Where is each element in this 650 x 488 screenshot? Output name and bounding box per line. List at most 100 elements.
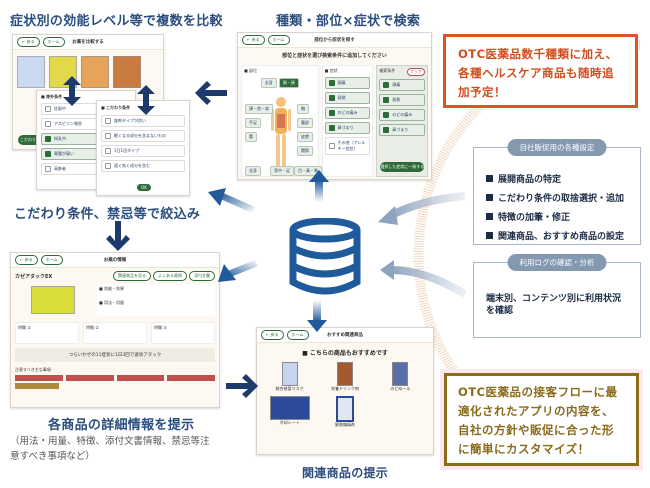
detail-title: お薬の情報 (103, 258, 127, 263)
body-part-tag[interactable]: 目・鼻・喉 (294, 166, 322, 176)
related-topbar: ← 戻る ホーム おすすめ関連商品 (257, 328, 433, 343)
preference-button[interactable]: こだわり条件 (18, 135, 46, 145)
heading-compare: 症状別の効能レベル等で複数を比較 (10, 14, 223, 29)
condition-item[interactable]: のどの痛み (379, 109, 425, 121)
detail-topbar: ← 戻る ホーム お薬の情報 (11, 253, 219, 268)
back-button[interactable]: ← 戻る (242, 35, 265, 45)
product-card[interactable] (17, 56, 45, 88)
home-button[interactable]: ホーム (267, 35, 290, 45)
settings-item: 関連商品、おすすめ商品の設定 (486, 229, 640, 242)
condition-column-title: 検索条件 (379, 68, 396, 73)
search-screen: ← 戻る ホーム 部位から症状を探す 部位と症状を選び検索条件に追加してください… (237, 32, 432, 180)
related-title: おすすめ関連商品 (327, 333, 363, 338)
preference-dialog: ■ こだわり条件 錠剤タイプが良い 眠くなる成分を含まないもの 1日1回タイプ … (96, 100, 190, 196)
symptom-column-title: ■ 症状 (324, 68, 338, 73)
body-part-tag[interactable]: 頭・首・肩 (245, 104, 273, 114)
symptom-option[interactable]: 発熱 (324, 92, 371, 104)
back-button[interactable]: ← 戻る (261, 330, 284, 340)
arrow-down-gradient (307, 300, 327, 332)
detail-caption: （用法・用量、特徴、添付文書情報、禁忌等注意すべき事項など） (10, 436, 210, 462)
body-part-tag[interactable]: 全身 (245, 166, 261, 176)
back-button[interactable]: ← 戻る (15, 255, 38, 265)
settings-item: 展開商品の特定 (486, 172, 640, 185)
log-label: 利用ログの確認・分析 (507, 254, 607, 271)
square-bullet-icon (486, 213, 493, 220)
home-button[interactable]: ホーム (40, 255, 63, 265)
search-prompt: 部位と症状を選び検索条件に追加してください (282, 53, 387, 59)
symptom-option[interactable]: 鼻づまり (324, 122, 371, 134)
clear-button[interactable]: クリア (406, 68, 425, 76)
related-screen: ← 戻る ホーム おすすめ関連商品 ■ こちらの商品もおすすめです 総合感冒マス… (256, 327, 434, 455)
body-part-tag[interactable]: 背中・足 (270, 166, 294, 176)
symptom-option[interactable]: その他（アレルギー症状） (324, 137, 371, 155)
tab-head-face[interactable]: 頭・顔 (278, 78, 299, 88)
package-insert-button[interactable]: 添付文書 (189, 271, 215, 281)
search-title: 部位から症状を探す (314, 38, 355, 43)
product-card[interactable] (81, 56, 109, 88)
related-product[interactable]: 冷却シート (265, 396, 314, 428)
home-button[interactable]: ホーム (42, 37, 65, 47)
warning-tag (65, 375, 114, 381)
arrow-up-gradient (309, 170, 329, 202)
heading-search: 種類・部位×症状で検索 (276, 14, 421, 29)
feature-card: 特徴 ③ (151, 322, 215, 344)
product-card[interactable] (113, 56, 141, 88)
warning-tag (15, 383, 59, 389)
catchphrase-banner: つらいかぜの11症状に1日3回で速攻アタック (15, 348, 215, 362)
related-product[interactable]: 解熱鎮痛剤 (320, 396, 369, 428)
related-product[interactable]: のどぬーる (376, 362, 425, 392)
heading-related: 関連商品の提示 (302, 466, 389, 480)
settings-box: 自社販促用の各種設定 展開商品の特定 こだわり条件の取捨選択・追加 特徴の加筆・… (473, 139, 641, 245)
preference-option[interactable]: 眠くなる成分を含まないもの (101, 130, 185, 142)
search-topbar: ← 戻る ホーム 部位から症状を探す (238, 33, 431, 48)
body-part-tag[interactable]: 胸 (297, 104, 309, 114)
body-part-tag[interactable]: 腹部 (297, 118, 313, 128)
settings-item: こだわり条件の取捨選択・追加 (486, 191, 640, 204)
body-part-tag[interactable]: 関節 (297, 146, 313, 156)
related-product[interactable]: 総合感冒マスク (265, 362, 314, 392)
condition-item[interactable]: 頭痛 (379, 79, 425, 91)
preference-option[interactable]: 錠剤タイプが良い (101, 115, 185, 127)
efficacy-section: ■ 効能・効果 (99, 286, 125, 291)
warning-tag (167, 375, 215, 381)
dosage-section: ■ 用法・用量 (99, 300, 125, 305)
related-heading: ■ こちらの商品もおすすめです (302, 350, 388, 357)
compare-topbar: ← 戻る ホーム お薬を比較する (13, 35, 163, 50)
tab-whole-body[interactable]: 全身 (260, 78, 277, 88)
symptom-panel: ■ 症状 頭痛 発熱 のどの痛み 鼻づまり その他（アレルギー症状） (321, 65, 374, 177)
arrow-left-icon (195, 81, 227, 105)
body-part-tag[interactable]: 皮膚 (297, 132, 313, 142)
search-submit-button[interactable]: 選択した症状に一致する商品 (380, 162, 424, 172)
preference-option[interactable]: 速く効く成分を含む (101, 160, 185, 172)
callout-customization: OTC医薬品の接客フローに最適化されたアプリの内容を、自社の方針や販促に合った形… (444, 373, 639, 466)
preference-option[interactable]: 1日1回タイプ (101, 145, 185, 157)
related-products-button[interactable]: 関連商品を見る (113, 271, 151, 281)
arrow-upleft-gradient (208, 188, 255, 213)
back-button[interactable]: ← 戻る (17, 37, 40, 47)
warning-tag (116, 375, 165, 381)
warning-title: 注意すべき主な事項 (15, 367, 51, 372)
arrow-incoming-settings (378, 192, 466, 225)
ok-button[interactable]: OK (137, 184, 151, 191)
condition-item[interactable]: 鼻づまり (379, 124, 425, 136)
home-button[interactable]: ホーム (286, 330, 309, 340)
symptom-option[interactable]: のどの痛み (324, 107, 371, 119)
callout-product-coverage: OTC医薬品数千種類に加え、各種ヘルスケア商品も随時追加予定！ (443, 34, 638, 108)
body-part-panel: ■ 部位 全身 頭・顔 頭・首・肩 手足 腰 胸 腹部 皮膚 関節 全身 背中 (241, 65, 322, 177)
exclusion-title: ■ 除外条件 (41, 94, 63, 99)
symptom-option[interactable]: 頭痛 (324, 77, 371, 89)
square-bullet-icon (486, 194, 493, 201)
square-bullet-icon (486, 232, 493, 239)
warning-tag (15, 375, 63, 381)
body-part-tag[interactable]: 腰 (245, 132, 257, 142)
body-part-tag[interactable]: 手足 (245, 118, 261, 128)
related-product[interactable]: 栄養ドリンク剤 (320, 362, 369, 392)
faq-button[interactable]: よくある質問 (153, 271, 187, 281)
arrow-right-icon (226, 374, 258, 398)
square-bullet-icon (486, 175, 493, 182)
part-column-title: ■ 部位 (244, 68, 258, 73)
compare-title: お薬を比較する (72, 40, 104, 45)
feature-card: 特徴 ① (15, 322, 79, 344)
heading-filter: こだわり条件、禁忌等で絞込み (14, 207, 201, 222)
condition-item[interactable]: 発熱 (379, 94, 425, 106)
